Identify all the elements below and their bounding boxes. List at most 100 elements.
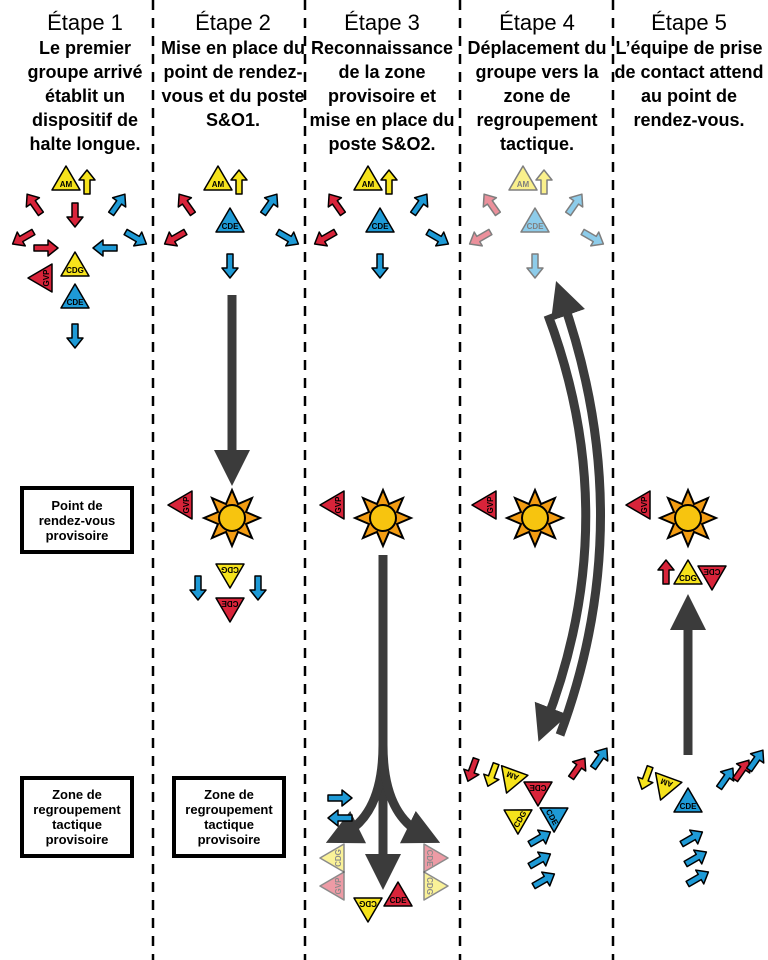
step-title: Étape 5 — [651, 10, 727, 35]
sun-icon — [352, 487, 414, 549]
unit-code: CDE — [372, 222, 390, 231]
unit-arrow-icon — [78, 169, 96, 195]
unit-marker-icon: CDG — [673, 559, 703, 585]
unit-marker-icon: GVP — [625, 490, 651, 520]
unit-arrow-icon — [25, 193, 45, 217]
unit-code: CDG — [425, 877, 434, 895]
column-header-5: Étape 5 L’équipe de prise de contact att… — [614, 10, 764, 132]
unit-marker-icon: CDE — [383, 881, 413, 907]
unit-code: CDE — [527, 222, 545, 231]
zone-label: Zone de regroupement tactique provisoire — [33, 787, 121, 847]
unit-marker-icon: CDG — [353, 897, 383, 923]
unit-code: CDG — [221, 565, 239, 574]
unit-marker-icon: AM — [353, 165, 383, 191]
unit-code: AM — [362, 180, 375, 189]
unit-marker-icon: CDE — [520, 207, 550, 233]
unit-arrow-icon — [380, 169, 398, 195]
unit-code: CDE — [67, 298, 85, 307]
unit-arrow-icon — [327, 193, 347, 217]
unit-marker-icon: CDG — [215, 563, 245, 589]
unit-arrow-icon — [468, 228, 493, 247]
unit-marker-icon: AM — [51, 165, 81, 191]
unit-arrow-icon — [249, 575, 267, 601]
unit-arrow-icon — [526, 253, 544, 279]
unit-marker-icon: AM — [203, 165, 233, 191]
unit-arrow-icon — [230, 169, 248, 195]
unit-arrow-icon — [123, 228, 148, 247]
unit-code: CDE — [529, 783, 547, 792]
unit-arrow-icon — [637, 764, 654, 791]
unit-arrow-icon — [527, 851, 552, 870]
unit-marker-icon: CDG — [60, 251, 90, 277]
column-header-4: Étape 4 Déplacement du groupe vers la zo… — [462, 10, 612, 156]
unit-marker-icon: CDE — [673, 787, 703, 813]
column-dividers — [151, 0, 615, 960]
unit-arrow-icon — [33, 239, 59, 257]
unit-code: GVP — [42, 269, 51, 287]
unit-arrow-icon — [259, 193, 279, 217]
unit-marker-icon: AM — [508, 165, 538, 191]
unit-arrow-icon — [327, 809, 353, 827]
unit-marker-icon: CDE — [365, 207, 395, 233]
rendezvous-label-box: Point de rendez-vous provisoire — [20, 486, 134, 554]
step-title: Étape 4 — [499, 10, 575, 35]
unit-arrow-icon — [564, 193, 584, 217]
unit-code: AM — [517, 180, 530, 189]
column-header-3: Étape 3 Reconnaissance de la zone provis… — [307, 10, 457, 156]
unit-arrow-icon — [527, 829, 552, 848]
unit-marker-icon: GVP — [319, 490, 345, 520]
step-title: Étape 3 — [344, 10, 420, 35]
unit-marker-icon: GVP — [27, 263, 53, 293]
unit-code: GVP — [182, 496, 191, 514]
rally-point-suns — [201, 487, 719, 549]
unit-arrow-icon — [567, 757, 587, 781]
rendezvous-label: Point de rendez-vous provisoire — [38, 497, 116, 543]
unit-arrow-icon — [483, 761, 500, 788]
sun-icon — [201, 487, 263, 549]
unit-marker-icon: CDE — [60, 283, 90, 309]
sun-icon — [504, 487, 566, 549]
unit-code: GVP — [334, 496, 343, 514]
unit-arrow-icon — [425, 228, 450, 247]
unit-arrow-icon — [221, 253, 239, 279]
unit-code: CDG — [679, 574, 697, 583]
unit-arrow-icon — [589, 747, 609, 771]
unit-code: GVP — [486, 496, 495, 514]
unit-arrow-icon — [731, 759, 751, 783]
unit-code: CDG — [66, 266, 84, 275]
unit-code: AM — [505, 769, 520, 782]
move-arrow-step3-right — [378, 744, 441, 844]
unit-arrow-icon — [463, 756, 480, 783]
unit-code: CDE — [680, 802, 698, 811]
unit-arrow-icon — [163, 228, 188, 247]
unit-arrow-icon — [657, 559, 675, 585]
zone-label-box-step2: Zone de regroupement tactique provisoire — [172, 776, 286, 858]
zone-label: Zone de regroupement tactique provisoire — [185, 787, 273, 847]
unit-code: CDG — [334, 849, 343, 867]
unit-marker-icon: AM — [500, 764, 529, 794]
sun-icon — [657, 487, 719, 549]
unit-arrow-icon — [66, 202, 84, 228]
unit-marker-icon: CDE — [697, 565, 727, 591]
column-header-2: Étape 2 Mise en place du point de rendez… — [158, 10, 308, 132]
movement-arrows — [214, 281, 706, 890]
step-title: Étape 1 — [47, 10, 123, 35]
unit-code: CDE — [222, 222, 240, 231]
zone-label-box-step1: Zone de regroupement tactique provisoire — [20, 776, 134, 858]
unit-code: AM — [659, 776, 674, 789]
unit-arrow-icon — [313, 228, 338, 247]
unit-code: GVP — [334, 877, 343, 895]
unit-arrow-icon — [531, 871, 556, 890]
unit-marker-icon: GVP — [167, 490, 193, 520]
unit-arrow-icon — [482, 193, 502, 217]
unit-code: CDE — [425, 850, 434, 868]
unit-arrow-icon — [177, 193, 197, 217]
unit-arrow-icon — [92, 239, 118, 257]
unit-arrow-icon — [683, 849, 708, 868]
unit-code: GVP — [640, 496, 649, 514]
unit-arrow-icon — [275, 228, 300, 247]
unit-marker-icon: CDG — [319, 843, 345, 873]
unit-arrow-icon — [580, 228, 605, 247]
unit-arrow-icon — [107, 193, 127, 217]
